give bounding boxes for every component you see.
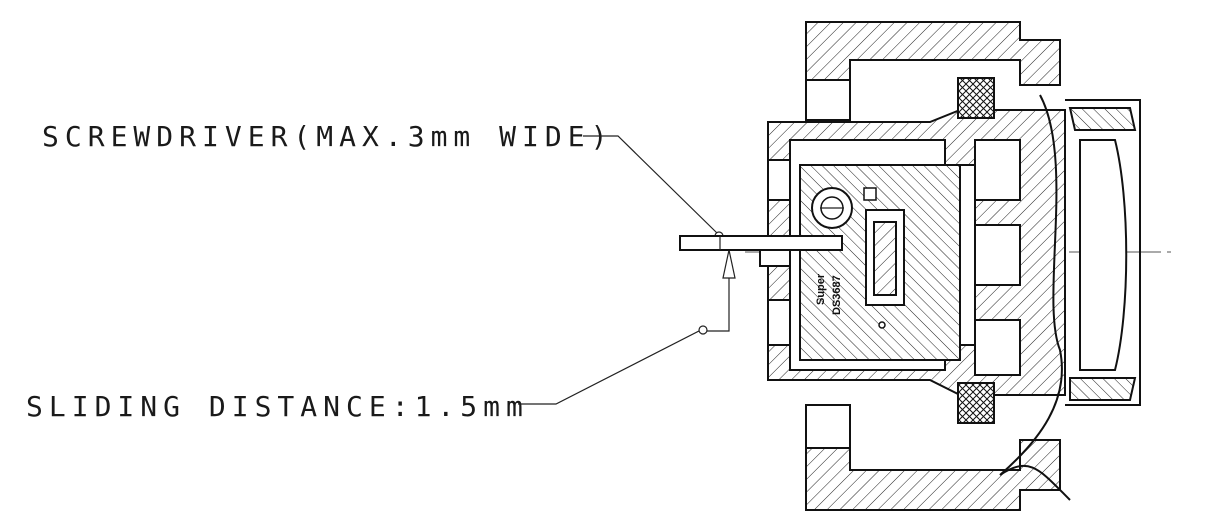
sliding-distance-leader-line: [518, 249, 736, 405]
part-marking-line2: DS3687: [831, 275, 843, 315]
connector-body: [759, 21, 1141, 511]
screwdriver-tool: [679, 235, 843, 251]
sliding-distance-callout-label: SLIDING DISTANCE:1.5mm: [26, 390, 529, 423]
part-marking-line1: Super: [815, 273, 827, 305]
part-marking: Super DS3687: [815, 273, 843, 315]
screwdriver-callout-label: SCREWDRIVER(MAX.3mm WIDE): [42, 120, 613, 153]
